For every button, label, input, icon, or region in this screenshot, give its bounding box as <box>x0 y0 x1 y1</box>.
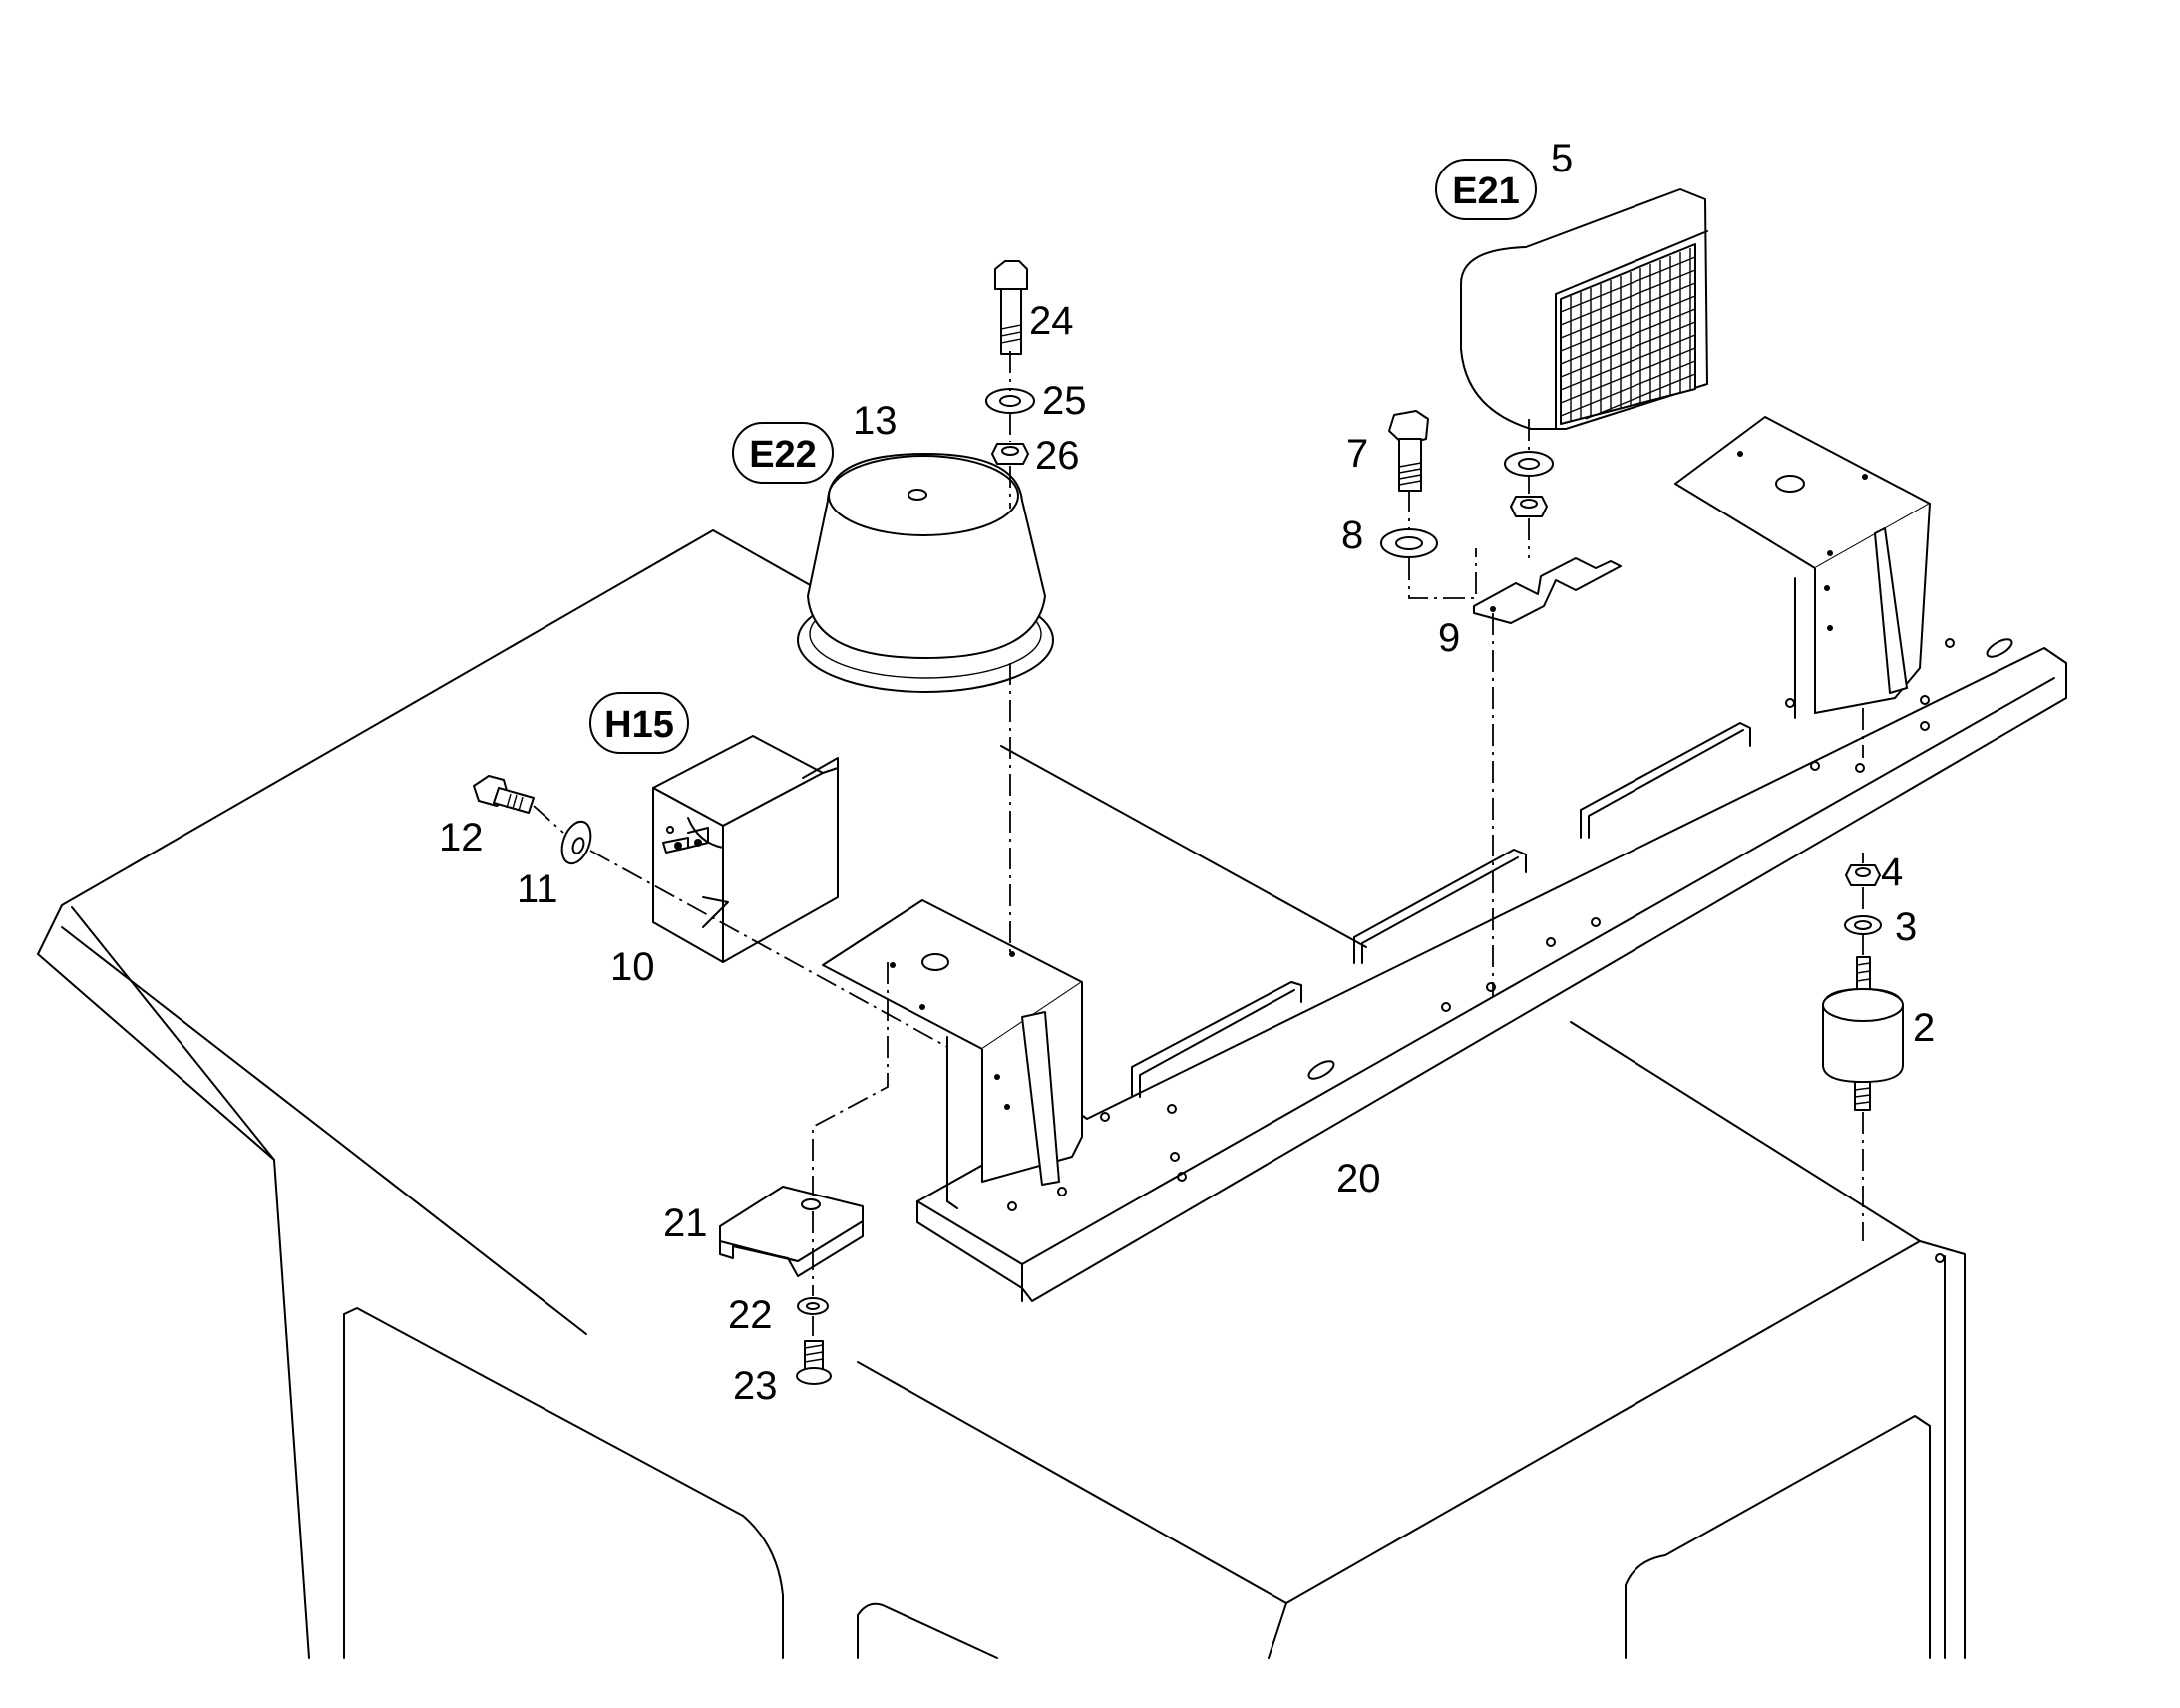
washer-25 <box>985 388 1035 414</box>
clamp-21 <box>719 1186 864 1277</box>
rubber-mount-2 <box>1822 956 1904 1111</box>
work-lamp <box>1460 188 1708 430</box>
callout-9: 9 <box>1438 616 1460 660</box>
callout-24: 24 <box>1029 299 1074 343</box>
nut-4 <box>1845 864 1881 886</box>
callout-25: 25 <box>1042 379 1087 423</box>
callout-3: 3 <box>1895 905 1917 949</box>
callout-12: 12 <box>439 816 484 859</box>
nut-26 <box>991 443 1029 465</box>
assembly-axes <box>533 351 1864 1336</box>
callout-8: 8 <box>1341 513 1363 557</box>
callout-2: 2 <box>1913 1006 1935 1050</box>
washer-22 <box>797 1297 829 1315</box>
mounting-rail <box>916 638 2067 1302</box>
washer-3 <box>1844 915 1882 935</box>
ref-tag-h15-label: H15 <box>604 704 674 746</box>
left-bracket <box>822 899 1083 1209</box>
ref-tag-e21-label: E21 <box>1452 171 1520 212</box>
lamp-washer-nut <box>1504 451 1554 517</box>
callout-26: 26 <box>1035 434 1080 478</box>
callout-23: 23 <box>733 1364 778 1408</box>
washer-8 <box>1380 528 1438 558</box>
cab-body <box>37 529 1966 1659</box>
rotating-beacon <box>797 453 1054 693</box>
callout-11: 11 <box>517 867 558 911</box>
callouts: 2 3 4 5 7 8 9 10 11 12 13 20 21 22 23 24… <box>439 137 1935 1408</box>
callout-4: 4 <box>1881 851 1903 894</box>
callout-20: 20 <box>1336 1157 1381 1200</box>
bolt-12 <box>473 775 535 814</box>
reference-tags: E22 E21 H15 <box>589 159 1537 754</box>
relay-box <box>652 735 839 963</box>
callout-13: 13 <box>853 399 898 443</box>
washer-11 <box>560 820 592 865</box>
lamp-bracket <box>1473 557 1622 624</box>
callout-22: 22 <box>728 1293 773 1337</box>
callout-10: 10 <box>610 945 655 989</box>
bolt-7 <box>1388 410 1429 492</box>
bolt-23 <box>796 1340 832 1385</box>
ref-tag-e22-label: E22 <box>749 434 817 476</box>
callout-7: 7 <box>1346 432 1368 476</box>
bolt-24 <box>994 260 1028 355</box>
callout-5: 5 <box>1551 137 1573 180</box>
callout-21: 21 <box>663 1201 708 1245</box>
ref-tag-e22: E22 <box>732 422 834 484</box>
ref-tag-e21: E21 <box>1435 159 1537 220</box>
ref-tag-h15: H15 <box>589 692 689 754</box>
right-bracket <box>1674 416 1931 719</box>
lamp-lens-grid <box>1560 243 1696 425</box>
